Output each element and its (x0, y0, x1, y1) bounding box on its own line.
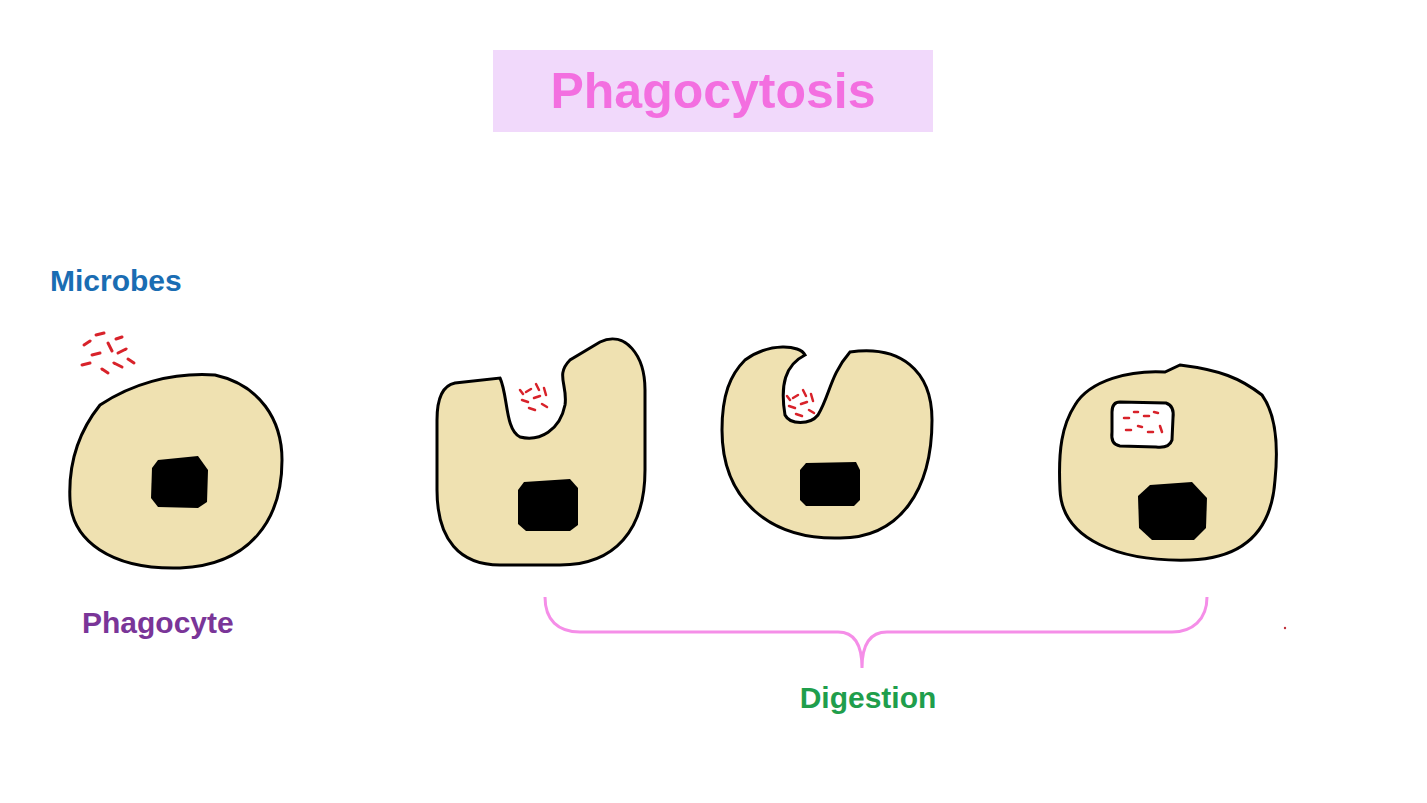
nucleus (800, 462, 860, 506)
phagocyte-cell (70, 375, 282, 569)
nucleus (1138, 482, 1207, 540)
phagocyte-cell (722, 347, 932, 538)
phagocyte-cell (1060, 365, 1277, 560)
digestion-brace (545, 597, 1207, 668)
phagosome (1112, 402, 1173, 447)
nucleus (151, 456, 208, 508)
digestion-label: Digestion (800, 681, 937, 715)
microbe-cluster (1124, 412, 1162, 432)
title-text: Phagocytosis (550, 50, 875, 132)
phagocyte-cell (437, 339, 645, 565)
microbes-label: Microbes (50, 264, 182, 298)
microbe-cluster (82, 333, 134, 373)
phagocyte-label: Phagocyte (82, 606, 234, 640)
nucleus (518, 479, 578, 531)
stray-dot (1284, 627, 1286, 629)
title-box: Phagocytosis (493, 50, 933, 132)
